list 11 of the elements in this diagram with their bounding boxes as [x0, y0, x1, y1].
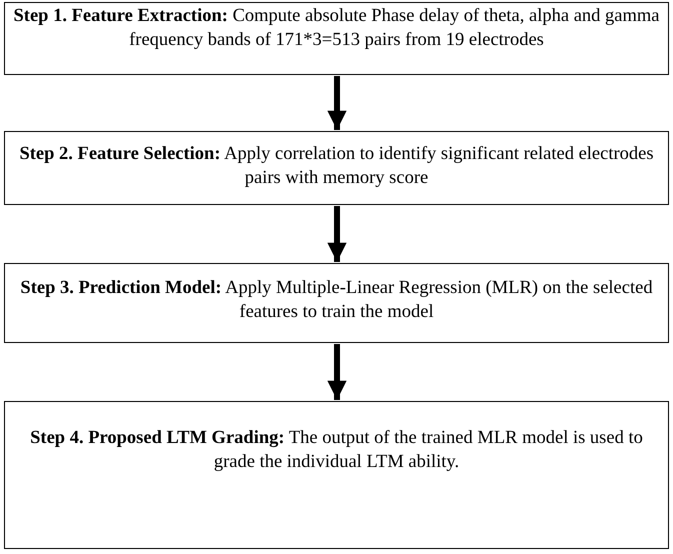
step-description: Step 1. Feature Extraction: Compute absolute Phase delay of theta, alpha and gamma frequency bands of 171*3=513 pairs from 19 electrodes — [13, 5, 660, 52]
step-description: Step 4. Proposed LTM Grading: The output of the trained MLR model is used to grade the individual LTM ability. — [29, 427, 644, 474]
arrow — [327, 76, 347, 130]
process-box — [4, 263, 669, 343]
process-box — [4, 131, 669, 205]
arrow — [327, 344, 347, 400]
process-box — [4, 2, 669, 75]
step-description: Step 2. Feature Selection: Apply correlation to identify significant related electrodes pairs with memory score — [18, 143, 655, 190]
process-box — [4, 401, 669, 549]
arrow — [327, 206, 347, 262]
step-description: Step 3. Prediction Model: Apply Multiple-Linear Regression (MLR) on the selected features to train the model — [19, 277, 654, 324]
